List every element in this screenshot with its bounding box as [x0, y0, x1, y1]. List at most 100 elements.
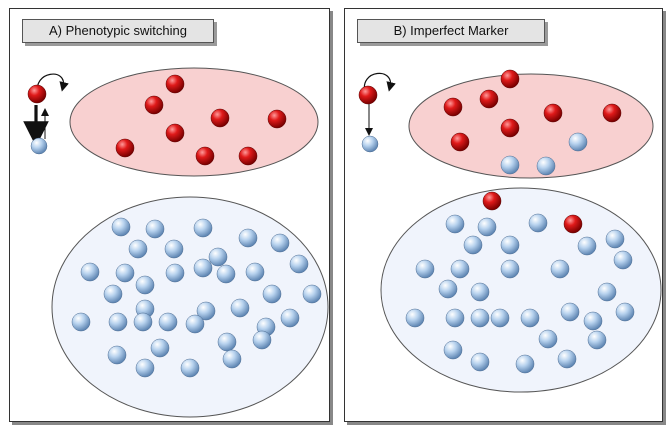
blue-cell	[577, 236, 597, 256]
blue-cell	[245, 262, 265, 282]
switching-legend	[23, 73, 69, 155]
blue-population-ellipse	[51, 196, 329, 418]
blue-cell	[208, 247, 228, 267]
blue-cell	[477, 217, 497, 237]
blue-cell	[536, 156, 556, 176]
red-cell	[443, 97, 463, 117]
red-cell	[195, 146, 215, 166]
red-cell	[450, 132, 470, 152]
blue-cell	[252, 330, 272, 350]
blue-cell	[270, 233, 290, 253]
blue-cell	[470, 352, 490, 372]
panel-a-title: A) Phenotypic switching	[22, 19, 214, 43]
blue-cell	[443, 340, 463, 360]
blue-cell	[135, 275, 155, 295]
blue-cell	[150, 338, 170, 358]
blue-cell	[115, 263, 135, 283]
blue-cell	[463, 235, 483, 255]
blue-cell	[262, 284, 282, 304]
red-population-ellipse	[408, 73, 654, 179]
blue-cell	[238, 228, 258, 248]
blue-cell	[217, 332, 237, 352]
blue-cell	[135, 358, 155, 378]
blue-cell	[500, 235, 520, 255]
blue-cell	[560, 302, 580, 322]
blue-cell	[520, 308, 540, 328]
blue-cell	[107, 345, 127, 365]
imperfect-marker-legend	[358, 72, 396, 153]
red-cell	[482, 191, 502, 211]
panel-phenotypic-switching: A) Phenotypic switching	[9, 8, 330, 422]
blue-cell	[615, 302, 635, 322]
blue-cell	[158, 312, 178, 332]
blue-cell	[515, 354, 535, 374]
red-cell	[563, 214, 583, 234]
blue-cell	[128, 239, 148, 259]
cells-panel-b	[405, 69, 635, 374]
blue-cell	[438, 279, 458, 299]
blue-cell	[230, 298, 250, 318]
legend-blue-cell	[361, 135, 379, 153]
self-renewal-loop-icon	[363, 72, 396, 94]
phenotypic-switching-diagram	[23, 67, 329, 418]
panel-b-title: B) Imperfect Marker	[357, 19, 545, 43]
red-cell	[210, 108, 230, 128]
red-cell	[602, 103, 622, 123]
red-cell	[479, 89, 499, 109]
red-cell	[165, 123, 185, 143]
blue-cell	[164, 239, 184, 259]
blue-cell	[490, 308, 510, 328]
legend-blue-cell	[30, 137, 48, 155]
blue-cell	[500, 259, 520, 279]
blue-cell	[289, 254, 309, 274]
red-cell	[238, 146, 258, 166]
blue-cell	[445, 214, 465, 234]
blue-cell	[165, 263, 185, 283]
blue-cell	[108, 312, 128, 332]
blue-cell	[587, 330, 607, 350]
blue-cell	[470, 308, 490, 328]
blue-cell	[216, 264, 236, 284]
blue-cell	[280, 308, 300, 328]
red-cell	[543, 103, 563, 123]
blue-cell	[80, 262, 100, 282]
blue-cell	[605, 229, 625, 249]
blue-cell	[111, 217, 131, 237]
red-cell	[144, 95, 164, 115]
blue-cell	[597, 282, 617, 302]
blue-cell	[583, 311, 603, 331]
red-cell	[267, 109, 287, 129]
blue-cell	[415, 259, 435, 279]
blue-cell	[185, 314, 205, 334]
blue-cell	[180, 358, 200, 378]
blue-cell	[405, 308, 425, 328]
blue-cell	[450, 259, 470, 279]
blue-cell	[538, 329, 558, 349]
blue-cell	[193, 258, 213, 278]
legend-red-cell	[27, 84, 47, 104]
blue-cell	[528, 213, 548, 233]
red-cell	[115, 138, 135, 158]
blue-cell	[550, 259, 570, 279]
blue-cell	[222, 349, 242, 369]
cells-panel-a	[71, 74, 322, 378]
blue-cell	[302, 284, 322, 304]
panel-imperfect-marker: B) Imperfect Marker	[344, 8, 663, 422]
blue-cell	[145, 219, 165, 239]
imperfect-marker-diagram	[358, 69, 662, 393]
blue-cell	[71, 312, 91, 332]
legend-red-cell	[358, 85, 378, 105]
blue-cell	[196, 301, 216, 321]
blue-cell	[500, 155, 520, 175]
blue-cell	[445, 308, 465, 328]
blue-cell	[557, 349, 577, 369]
red-cell	[165, 74, 185, 94]
blue-cell	[568, 132, 588, 152]
blue-cell	[470, 282, 490, 302]
red-cell	[500, 69, 520, 89]
red-cell	[500, 118, 520, 138]
blue-cell	[133, 312, 153, 332]
blue-cell	[103, 284, 123, 304]
blue-cell	[613, 250, 633, 270]
blue-cell	[193, 218, 213, 238]
